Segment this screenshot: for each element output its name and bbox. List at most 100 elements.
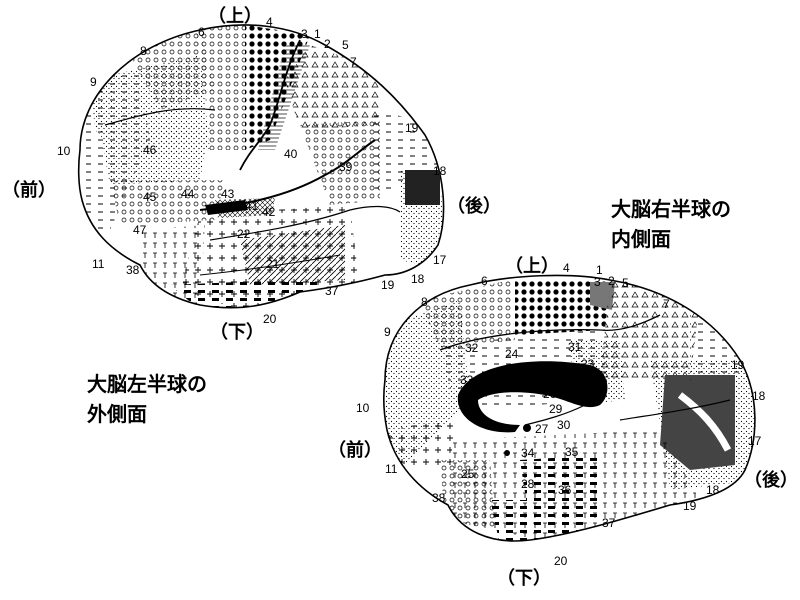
left-sulcus-temporal [209, 205, 401, 241]
right-region-area19 [690, 300, 755, 380]
caption-left: 大脳左半球の 外側面 [87, 369, 207, 429]
right-region-area11 [383, 420, 455, 470]
left-direction-down: （下） [210, 322, 264, 343]
right-region-area8 [420, 280, 515, 350]
right-region-precuneus [600, 280, 700, 380]
left-direction-front: （前） [2, 179, 56, 201]
right-area-label-2: 2 [608, 274, 615, 288]
right-area-label-33: 33 [460, 373, 474, 387]
right-area-label-28: 28 [521, 477, 535, 491]
left-region-area44-45 [110, 180, 225, 225]
right-area-label-24: 24 [505, 347, 519, 361]
right-area-label-26: 26 [543, 387, 557, 401]
left-black-notch [205, 200, 248, 215]
right-area-label-34: 34 [521, 446, 535, 460]
right-area-label-18: 18 [752, 389, 766, 403]
left-direction-back: （後） [447, 195, 501, 217]
direction-labels: （上） （下） （前） （後） （上） （下） （前） （後） [2, 6, 798, 589]
left-hemisphere-lateral [77, 24, 445, 309]
right-area-label-37: 37 [602, 516, 616, 530]
left-region-area46 [100, 125, 210, 185]
right-region-area38 [440, 460, 495, 530]
left-area-label-1: 1 [314, 27, 321, 41]
right-area-label-30: 30 [557, 418, 571, 432]
right-area34-dot [504, 450, 510, 456]
right-area-label-18: 18 [706, 483, 720, 497]
left-area-label-7: 7 [350, 55, 357, 69]
right-area-label-3: 3 [594, 275, 601, 289]
left-area-label-37: 37 [325, 284, 339, 298]
left-area-label-42: 42 [262, 205, 276, 219]
right-area-label-6: 6 [481, 274, 488, 288]
left-area-label-3: 3 [301, 27, 308, 41]
left-central-sulcus [239, 39, 301, 171]
right-area-label-23: 23 [581, 357, 595, 371]
left-sulcus-inferior-temporal [199, 254, 341, 276]
left-area-label-8: 8 [140, 44, 147, 58]
right-calcarine-sulcus [619, 399, 731, 421]
left-region-area8 [130, 28, 215, 110]
right-area-label-20: 20 [554, 554, 568, 568]
right-area-label-19: 19 [731, 358, 745, 372]
right-area-label-27: 27 [535, 422, 549, 436]
right-direction-up: （上） [505, 256, 559, 277]
left-area-label-19: 19 [381, 278, 395, 292]
right-area-label-19: 19 [683, 499, 697, 513]
caption-right-line1: 大脳右半球の [611, 197, 731, 221]
right-direction-back: （後） [744, 469, 798, 491]
left-region-area17 [405, 170, 440, 205]
left-area-label-6: 6 [198, 25, 205, 39]
right-corpus-callosum [457, 361, 608, 433]
right-area-label-1: 1 [596, 263, 603, 277]
right-direction-front: （前） [328, 439, 382, 461]
left-area-label-11: 11 [92, 257, 105, 271]
right-area-label-32: 32 [465, 341, 479, 355]
right-area-label-4: 4 [563, 261, 570, 275]
right-area27-dot [523, 424, 531, 432]
left-area-label-46: 46 [143, 143, 157, 157]
left-area-label-18: 18 [411, 272, 425, 286]
left-region-angular [300, 120, 380, 205]
left-area-label-41: 41 [245, 199, 259, 213]
left-area-label-45: 45 [143, 190, 157, 204]
left-area-label-38: 38 [126, 263, 140, 277]
right-fornix [524, 404, 586, 426]
right-area-label-7: 7 [663, 297, 670, 311]
right-region-area4 [515, 280, 610, 335]
right-direction-down: （下） [497, 568, 551, 589]
left-area-label-9: 9 [90, 75, 97, 89]
right-area-label-31: 31 [568, 340, 582, 354]
left-area-label-21: 21 [266, 257, 280, 271]
left-area-label-40: 40 [284, 147, 298, 161]
right-region-area17 [660, 375, 735, 470]
left-direction-up: （上） [208, 6, 262, 27]
right-area-label-38: 38 [432, 491, 446, 505]
right-area-label-8: 8 [421, 295, 428, 309]
right-area-label-25: 25 [461, 467, 475, 481]
right-area-label-11: 11 [385, 462, 398, 476]
caption-left-line2: 外側面 [87, 402, 147, 426]
left-area-label-20: 20 [263, 312, 277, 326]
caption-left-line1: 大脳左半球の [87, 372, 207, 396]
left-sulcus-frontal [104, 108, 216, 126]
left-region-area20 [170, 278, 330, 308]
left-area-label-17: 17 [433, 253, 447, 267]
right-region-area17-inner [677, 392, 732, 452]
left-region-area6 [195, 25, 255, 150]
right-area-label-35: 35 [565, 445, 579, 459]
right-area-label-9: 9 [384, 325, 391, 339]
left-area-label-47: 47 [133, 223, 147, 237]
left-region-parietal [285, 45, 380, 130]
right-area-label-5: 5 [622, 276, 629, 290]
left-area-label-5: 5 [342, 38, 349, 52]
left-area-label-2: 2 [324, 37, 331, 51]
left-area-label-18: 18 [433, 164, 447, 178]
left-area-label-44: 44 [181, 187, 195, 201]
left-region-area21 [240, 225, 345, 285]
right-area-label-36: 36 [558, 483, 572, 497]
left-area-label-4: 4 [266, 15, 273, 29]
left-area-label-39: 39 [339, 160, 353, 174]
right-cingulate-sulcus [439, 314, 661, 351]
